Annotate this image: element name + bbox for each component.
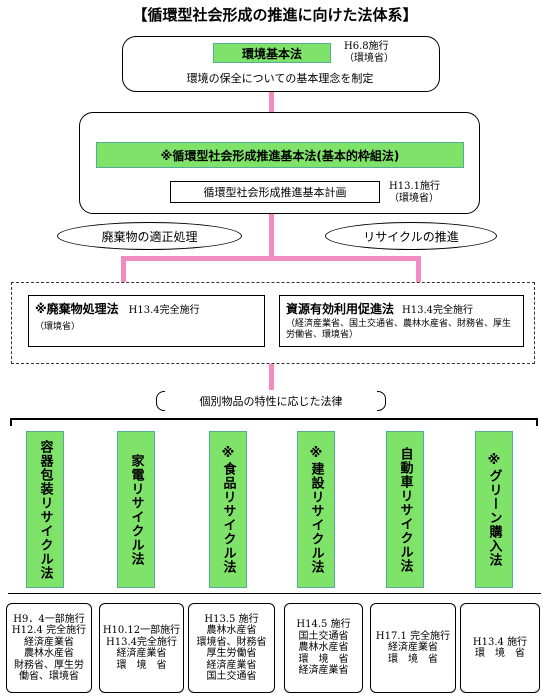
waste-management-law-name: ※廃棄物処理法 [35,302,119,316]
individual-law-5-status-box: H13.4 施行環 境 省 [460,603,540,693]
status-line: 農林水産省 [298,642,349,654]
individual-laws-bracket-top [10,418,537,420]
individual-law-0-name-box: 容器包装リサイクル法 [26,431,64,588]
individual-law-name: 自動車リサイクル法 [397,446,413,573]
resource-utilization-law-name: 資源有効利用促進法 [286,302,395,316]
status-line: H13.4完全施行 [106,636,177,648]
status-line: 働省、環境省 [19,671,79,682]
individual-law-name: ※建設リサイクル法 [308,445,324,574]
branch-waste-disposal-oval: 廃棄物の適正処理 [57,222,242,250]
connector-top [269,92,274,114]
status-line: 農林水産省 [206,625,257,636]
resource-utilization-law-status: H13.4完全施行 [402,305,474,316]
status-line: 厚生労働省 [206,648,257,659]
status-line: 経済産業省 [24,636,74,648]
basic-environment-law-label: 環境基本法 [241,46,302,61]
status-line: 経済産業省 [116,648,167,659]
diagram-title: 【循環型社会形成の推進に向けた法体系】 [132,6,418,24]
framework-law-name: ※循環型社会形成推進基本法(基本的枠組法) [96,142,464,168]
framework-plan-box: 循環型社会形成推進基本計画 [170,181,380,203]
branch-recycling-oval: リサイクルの推進 [325,222,497,250]
waste-management-law-ministries: （環境省） [35,322,81,332]
resource-utilization-law-box: 資源有効利用促進法 H13.4完全施行 （経済産業省、国土交通省、農林水産省、財… [279,295,524,347]
status-line: H9．4一部施行 [13,613,85,625]
resource-utilization-law-ministries: （経済産業省、国土交通省、農林水産省、財務省、厚生労働省、環境省） [286,319,512,340]
status-line: 環 境 省 [388,653,438,665]
branch-recycling-label: リサイクルの推進 [363,229,459,244]
status-line: 財務省、厚生労 [14,659,84,671]
framework-law-label: ※循環型社会形成推進基本法(基本的枠組法) [160,148,400,163]
status-line: 経済産業省 [388,642,438,654]
basic-environment-law-status: H6.8施行 （環境省） [344,41,424,65]
bracket-left [156,391,165,411]
individual-laws-header-label: 個別物品の特性に応じた法律 [199,395,343,408]
framework-plan-label: 循環型社会形成推進基本計画 [203,186,347,199]
status-line: 経済産業省 [206,659,257,671]
status-line: 経済産業省 [298,665,349,677]
status-line: H12.4 完全施行 [11,625,87,636]
ministry-line: （環境省） [344,53,394,64]
individual-law-4-status-box: H17.1 完全施行経済産業省環 境 省 [370,603,456,693]
individual-law-2-name-box: ※食品リサイクル法 [209,431,247,588]
general-laws-container [11,282,535,364]
status-line: 環境省、財務省 [196,636,267,648]
status-line: H6.8施行 [344,41,389,52]
bracket-tick-right [536,418,538,426]
status-line: H17.1 完全施行 [375,630,451,642]
individual-laws-header: 個別物品の特性に応じた法律 [156,391,386,411]
connector-left-drop [121,256,126,282]
individual-law-1-name-box: 家電リサイクル法 [117,431,155,588]
status-line: H14.5 施行 [296,619,351,631]
individual-law-name: ※グリーン購入法 [486,452,502,567]
status-line: H13.5 施行 [204,613,259,625]
individual-law-3-status-box: H14.5 施行国土交通省農林水産省環 境 省経済産業省 [284,603,363,693]
ministry-line: （環境省） [389,193,439,204]
basic-environment-law-description: 環境の保全についての基本理念を制定 [186,72,374,85]
individual-law-name: 家電リサイクル法 [128,453,144,566]
status-line: 国土交通省 [206,671,257,682]
individual-law-name: ※食品リサイクル法 [220,445,236,574]
individual-law-name: 容器包装リサイクル法 [37,439,53,580]
status-line: 国土交通省 [298,630,349,642]
status-line: H10.12一部施行 [102,625,181,636]
connector-middle [269,214,274,258]
status-line: H13.4 施行 [472,636,528,648]
individual-law-2-status-box: H13.5 施行農林水産省環境省、財務省厚生労働省経済産業省国土交通省 [188,603,275,693]
bracket-right [377,391,386,411]
status-line: H13.1施行 [389,181,440,192]
status-line: 農林水産省 [24,648,74,659]
basic-environment-law-name: 環境基本法 [213,43,331,63]
branch-waste-disposal-label: 廃棄物の適正処理 [101,229,198,244]
connector-horizontal [121,256,421,261]
status-line: 環 境 省 [475,648,525,659]
status-line: 環 境 省 [298,653,349,665]
bracket-bottom-line [8,593,541,595]
framework-law-status: H13.1施行 （環境省） [389,181,469,205]
individual-law-3-name-box: ※建設リサイクル法 [297,431,335,588]
individual-law-4-name-box: 自動車リサイクル法 [386,431,424,588]
waste-management-law-status: H13.4完全施行 [128,305,200,316]
status-line: 環 境 省 [116,659,167,671]
individual-law-5-name-box: ※グリーン購入法 [475,431,513,588]
connector-right-drop [416,256,421,282]
connector-bottom [269,364,274,390]
bracket-tick-left [10,418,12,426]
waste-management-law-box: ※廃棄物処理法 H13.4完全施行 （環境省） [28,295,265,347]
